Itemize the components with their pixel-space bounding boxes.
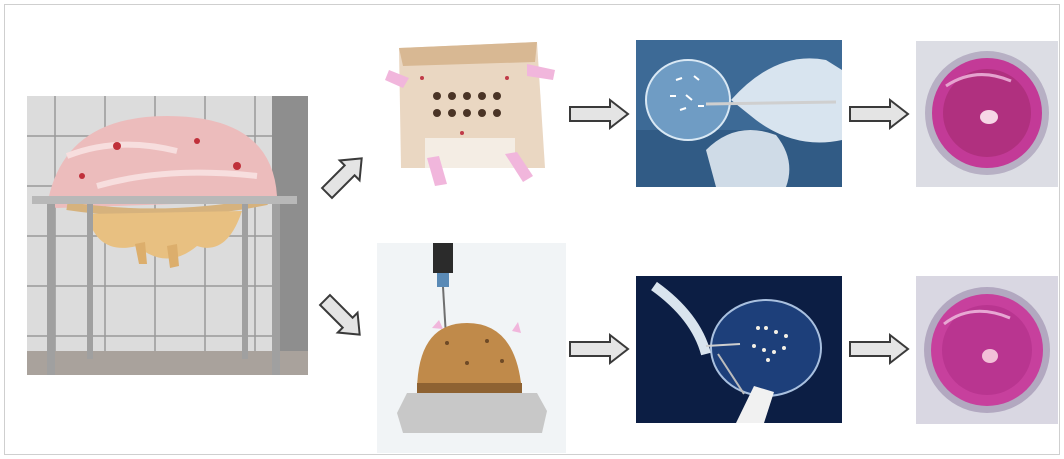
udder-photo xyxy=(27,96,308,375)
arrow-to-bottom-branch xyxy=(314,289,370,345)
arrow-bottom-step1-to-step2 xyxy=(568,334,630,364)
culture-well-bottom-photo xyxy=(916,276,1058,424)
petri-dish-gloved-hand-photo xyxy=(636,40,842,187)
culture-well-top-photo xyxy=(916,41,1058,187)
arrow-top-step2-to-step3 xyxy=(848,99,910,129)
tissue-slab-photo xyxy=(377,18,563,206)
petri-dish-forceps-photo xyxy=(636,276,842,423)
arrow-to-top-branch xyxy=(316,148,372,204)
arrow-top-step1-to-step2 xyxy=(568,99,630,129)
biopsy-needle-photo xyxy=(377,243,566,453)
arrow-bottom-step2-to-step3 xyxy=(848,334,910,364)
